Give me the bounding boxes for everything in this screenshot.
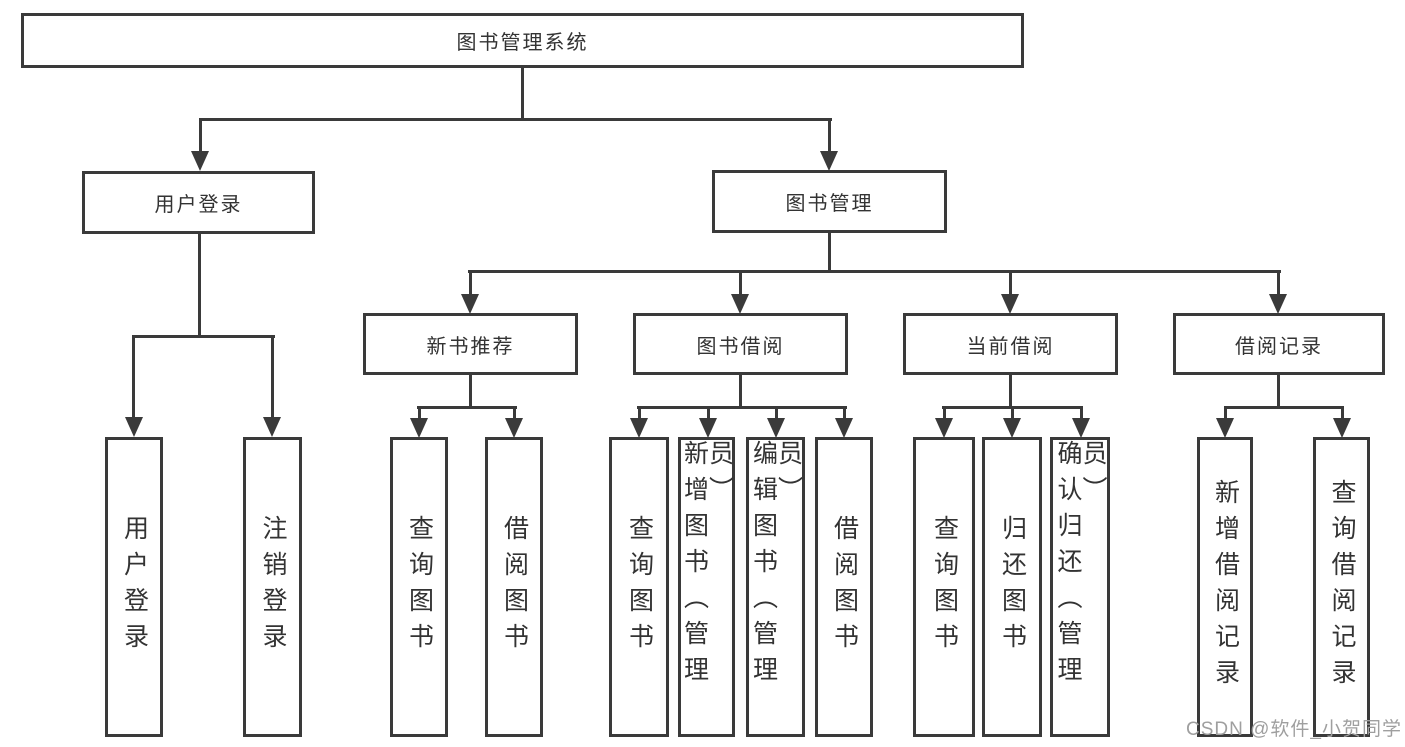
arrow-down-icon <box>191 151 209 171</box>
connector-line <box>1277 374 1280 409</box>
leaf-label: 用户登录 <box>120 515 149 659</box>
node-new-book-recommend: 新书推荐 <box>363 313 578 375</box>
connector-line <box>739 374 742 409</box>
connector-line <box>1011 406 1014 419</box>
leaf-logout: 注销登录 <box>243 437 302 737</box>
connector-line <box>1277 270 1280 295</box>
leaf-label: 新增借阅记录 <box>1211 479 1240 695</box>
leaf-query-borrow-record: 查询借阅记录 <box>1313 437 1370 737</box>
leaf-label: 归还图书 <box>998 515 1027 659</box>
arrow-down-icon <box>1216 418 1234 438</box>
connector-line <box>469 270 472 295</box>
connector-line <box>739 270 742 295</box>
connector-line <box>943 406 946 419</box>
leaf-query-books-recommend: 查询图书 <box>390 437 448 737</box>
connector-line <box>843 406 846 419</box>
arrow-down-icon <box>731 294 749 314</box>
connector-line <box>1224 406 1343 409</box>
arrow-down-icon <box>461 294 479 314</box>
node-book-borrow: 图书借阅 <box>633 313 848 375</box>
arrow-down-icon <box>1003 418 1021 438</box>
connector-line <box>1341 406 1344 419</box>
leaf-label: 查询借阅记录 <box>1328 479 1356 695</box>
connector-line <box>468 270 1281 273</box>
arrow-down-icon <box>1333 418 1351 438</box>
arrow-down-icon <box>767 418 785 438</box>
node-user-login: 用户登录 <box>82 171 315 234</box>
node-label: 图书管理系统 <box>456 32 589 54</box>
connector-line <box>198 232 201 338</box>
connector-line <box>828 232 831 273</box>
arrow-down-icon <box>835 418 853 438</box>
connector-line <box>513 406 516 419</box>
node-label: 图书借阅 <box>696 335 785 358</box>
connector-line <box>707 406 710 419</box>
connector-line <box>132 335 275 338</box>
leaf-return-book: 归还图书 <box>982 437 1042 737</box>
leaf-label: 编辑图书（管理员） <box>749 440 803 692</box>
arrow-down-icon <box>699 418 717 438</box>
leaf-label: 新增图书（管理员） <box>680 440 734 692</box>
connector-line <box>521 66 524 120</box>
connector-line <box>417 406 517 409</box>
leaf-query-books-borrow: 查询图书 <box>609 437 669 737</box>
arrow-down-icon <box>630 418 648 438</box>
leaf-add-borrow-record: 新增借阅记录 <box>1197 437 1253 737</box>
arrow-down-icon <box>1001 294 1019 314</box>
connector-line <box>1009 374 1012 409</box>
node-borrow-record: 借阅记录 <box>1173 313 1385 375</box>
node-label: 当前借阅 <box>966 335 1055 358</box>
connector-line <box>637 406 847 409</box>
node-label: 图书管理 <box>785 193 874 215</box>
leaf-query-books-current: 查询图书 <box>913 437 975 737</box>
connector-line <box>132 335 135 417</box>
leaf-borrow-books-recommend: 借阅图书 <box>485 437 543 737</box>
leaf-edit-book-admin: 编辑图书（管理员） <box>746 437 805 737</box>
node-current-borrow: 当前借阅 <box>903 313 1118 375</box>
node-book-management: 图书管理 <box>712 170 947 233</box>
node-label: 借阅记录 <box>1235 335 1323 358</box>
connector-line <box>199 118 832 121</box>
connector-line <box>199 118 202 152</box>
connector-line <box>418 406 421 419</box>
leaf-label: 借阅图书 <box>830 515 859 659</box>
connector-line <box>638 406 641 419</box>
leaf-label: 注销登录 <box>259 515 287 659</box>
connector-line <box>271 335 274 417</box>
leaf-label: 借阅图书 <box>500 515 529 659</box>
arrow-down-icon <box>1072 418 1090 438</box>
leaf-add-book-admin: 新增图书（管理员） <box>678 437 735 737</box>
leaf-label: 查询图书 <box>930 515 959 659</box>
connector-line <box>775 406 778 419</box>
connector-line <box>1224 406 1227 419</box>
leaf-borrow-books: 借阅图书 <box>815 437 873 737</box>
leaf-label: 查询图书 <box>625 515 654 659</box>
arrow-down-icon <box>505 418 523 438</box>
connector-line <box>1080 406 1083 419</box>
connector-line <box>1009 270 1012 295</box>
arrow-down-icon <box>935 418 953 438</box>
arrow-down-icon <box>410 418 428 438</box>
node-label: 用户登录 <box>154 194 243 216</box>
connector-line <box>828 118 831 152</box>
node-library-system: 图书管理系统 <box>21 13 1024 68</box>
arrow-down-icon <box>820 151 838 171</box>
node-label: 新书推荐 <box>426 335 515 358</box>
leaf-label: 确认归还（管理员） <box>1054 440 1107 692</box>
leaf-user-login: 用户登录 <box>105 437 163 737</box>
arrow-down-icon <box>1269 294 1287 314</box>
leaf-label: 查询图书 <box>405 515 434 659</box>
connector-line <box>469 374 472 409</box>
arrow-down-icon <box>125 417 143 437</box>
watermark: CSDN @软件_小贺同学 <box>1186 719 1402 740</box>
arrow-down-icon <box>263 417 281 437</box>
leaf-confirm-return-admin: 确认归还（管理员） <box>1050 437 1110 737</box>
